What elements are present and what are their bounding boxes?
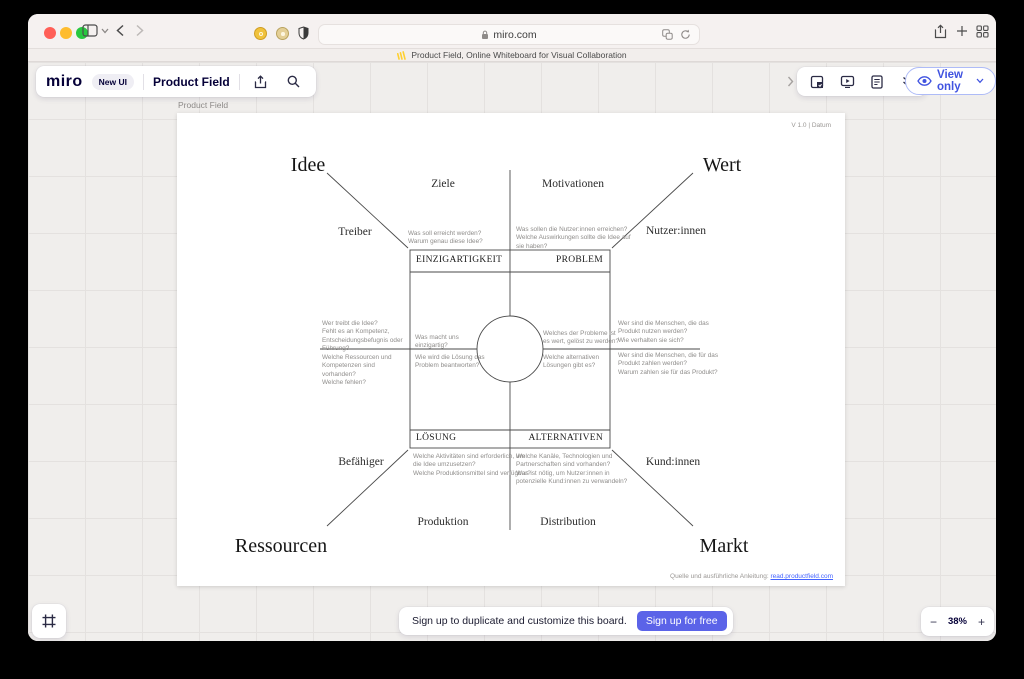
- address-bar[interactable]: miro.com: [318, 24, 700, 45]
- question-solution: Wie wird die Lösung das Problem beantwor…: [415, 354, 485, 370]
- frame-title-label[interactable]: Product Field: [178, 100, 229, 110]
- sector-distribution: Distribution: [540, 516, 596, 528]
- header-problem: PROBLEM: [556, 255, 603, 265]
- sector-befaehiger: Befähiger: [338, 456, 384, 468]
- product-field-frame[interactable]: V 1.0 | Datum Idee Wert Ressourcen Markt…: [177, 113, 845, 586]
- miro-logo[interactable]: miro: [46, 72, 83, 90]
- extension-badge-icon[interactable]: [276, 27, 289, 40]
- lock-icon: [481, 30, 489, 40]
- new-tab-icon[interactable]: [956, 25, 968, 37]
- sidebar-chevron-down-icon[interactable]: [101, 28, 109, 34]
- browser-titlebar: miro.com: [28, 14, 996, 48]
- sector-treiber: Treiber: [338, 226, 372, 238]
- export-icon[interactable]: [249, 70, 273, 94]
- header-einzigartigkeit: EINZIGARTIGKEIT: [416, 255, 503, 265]
- zoom-level[interactable]: 38%: [947, 616, 967, 627]
- new-ui-badge[interactable]: New UI: [91, 73, 135, 90]
- view-only-button[interactable]: View only: [905, 67, 996, 95]
- miro-canvas[interactable]: miro New UI Product Field: [28, 62, 996, 641]
- source-prefix: Quelle und ausführliche Anleitung:: [670, 573, 769, 580]
- corner-markt: Markt: [699, 535, 749, 557]
- header-loesung: LÖSUNG: [416, 433, 457, 443]
- sidebar-icon[interactable]: [82, 24, 98, 37]
- collapse-panel-chevron-icon[interactable]: [787, 76, 794, 87]
- sector-ziele: Ziele: [431, 178, 455, 190]
- miro-favicon: [397, 50, 407, 60]
- corner-idee: Idee: [290, 154, 326, 176]
- translate-icon[interactable]: [662, 29, 673, 40]
- divider: [143, 73, 145, 90]
- frames-tool-button[interactable]: [32, 604, 66, 638]
- frame-icon: [41, 613, 57, 629]
- search-icon[interactable]: [282, 70, 306, 94]
- extension-shield-icon[interactable]: [298, 26, 309, 40]
- forward-icon[interactable]: [136, 24, 144, 37]
- source-link[interactable]: read.productfield.com: [770, 573, 833, 580]
- corner-wert: Wert: [702, 154, 742, 176]
- view-only-container: View only: [905, 67, 996, 95]
- view-only-label: View only: [937, 69, 963, 93]
- minimize-window-button[interactable]: [60, 27, 72, 39]
- sector-motivationen: Motivationen: [542, 178, 604, 190]
- question-alternatives: Welche alternativen Lösungen gibt es?: [543, 354, 600, 370]
- browser-window: miro.com Product Field, Online Whiteboar: [28, 14, 996, 641]
- tab-overview-icon[interactable]: [976, 25, 989, 38]
- corner-ressourcen: Ressourcen: [234, 535, 328, 557]
- question-drivers: Wer treibt die Idee? Fehlt es an Kompete…: [322, 320, 403, 352]
- sector-produktion: Produktion: [417, 516, 469, 528]
- board-title: Product Field: [153, 74, 230, 89]
- question-goals: Was soll erreicht werden? Warum genau di…: [408, 230, 483, 246]
- source-line: Quelle und ausführliche Anleitung: read.…: [670, 573, 833, 580]
- chevron-down-icon: [976, 78, 984, 84]
- extension-coin-icon[interactable]: [254, 27, 267, 40]
- signup-text: Sign up to duplicate and customize this …: [412, 615, 627, 627]
- reload-icon[interactable]: [680, 29, 691, 40]
- question-uniqueness: Was macht uns einzigartig?: [415, 334, 459, 350]
- question-enablers: Welche Ressourcen und Kompetenzen sind v…: [322, 354, 392, 386]
- question-customers: Wer sind die Menschen, die für das Produ…: [618, 352, 719, 376]
- sector-nutzerinnen: Nutzer:innen: [645, 225, 707, 237]
- question-production: Welche Aktivitäten sind erforderlich, um…: [413, 453, 531, 477]
- question-problem: Welches der Probleme ist es wert, gelöst…: [543, 330, 620, 346]
- question-motivations: Was sollen die Nutzer:innen erreichen? W…: [516, 226, 631, 250]
- zoom-in-button[interactable]: +: [977, 614, 985, 629]
- header-alternativen: ALTERNATIVEN: [528, 433, 603, 443]
- url-text: miro.com: [493, 28, 537, 41]
- divider: [238, 73, 240, 90]
- export-image-icon[interactable]: [805, 70, 829, 94]
- eye-icon: [917, 76, 932, 86]
- question-users: Wer sind die Menschen, die das Produkt n…: [618, 320, 709, 344]
- presentation-icon[interactable]: [835, 70, 859, 94]
- question-distribution: Welche Kanäle, Technologien und Partners…: [516, 453, 628, 485]
- signup-banner: Sign up to duplicate and customize this …: [399, 607, 733, 635]
- signup-button[interactable]: Sign up for free: [636, 611, 727, 631]
- zoom-controls: − 38% +: [921, 607, 994, 636]
- diagram-lines: [320, 170, 700, 530]
- back-icon[interactable]: [116, 24, 124, 37]
- close-window-button[interactable]: [44, 27, 56, 39]
- version-label: V 1.0 | Datum: [791, 122, 831, 129]
- tab-title: Product Field, Online Whiteboard for Vis…: [411, 50, 627, 60]
- notes-icon[interactable]: [865, 70, 889, 94]
- sector-kundinnen: Kund:innen: [645, 456, 701, 468]
- active-tab[interactable]: Product Field, Online Whiteboard for Vis…: [28, 48, 996, 62]
- app-toolbar: miro New UI Product Field: [36, 66, 316, 97]
- share-icon[interactable]: [934, 24, 947, 39]
- zoom-out-button[interactable]: −: [930, 614, 938, 629]
